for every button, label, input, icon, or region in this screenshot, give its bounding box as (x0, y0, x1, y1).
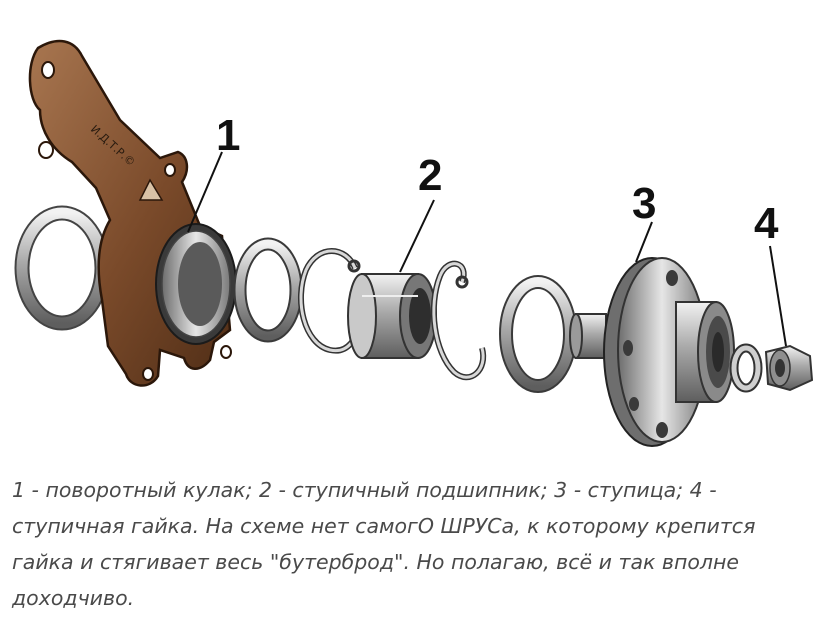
hub-washer (729, 343, 763, 393)
retaining-circlip-right (430, 260, 487, 381)
seal-ring-inner (233, 237, 303, 343)
knuckle-mount-hole-low-right (220, 345, 232, 359)
figure-caption: 1 - поворотный кулак; 2 - ступичный подш… (12, 478, 756, 610)
wheel-bearing (347, 273, 437, 359)
hub-stud-hole-top (666, 270, 678, 286)
hub-assembly-diagram: И.Д.Т.Р.© (14, 39, 814, 447)
leader-line-3 (635, 221, 653, 263)
leader-line-2 (399, 199, 435, 273)
retaining-circlip-left (297, 248, 361, 354)
wheel-hub (569, 257, 735, 447)
knuckle-mount-hole-mid (38, 141, 54, 159)
steering-knuckle: И.Д.Т.Р.© (28, 39, 237, 387)
outer-seal-ring (14, 205, 110, 331)
knuckle-mount-hole-top (41, 61, 55, 79)
hub-stud-hole-bottom (656, 422, 668, 438)
callout-4: 4 (754, 199, 779, 248)
callout-1: 1 (216, 111, 240, 160)
knuckle-mount-hole-low-left (142, 367, 154, 381)
leader-line-4 (769, 245, 787, 347)
hub-nut (764, 344, 814, 392)
hub-stud-hole-lowleft (629, 397, 639, 411)
hub-stud-hole-left (623, 340, 633, 356)
callout-2: 2 (418, 151, 442, 200)
callout-3: 3 (632, 179, 656, 228)
knuckle-mount-hole-arm (164, 163, 176, 177)
hub-spacer-ring (499, 275, 577, 393)
leader-line-1 (187, 151, 223, 233)
